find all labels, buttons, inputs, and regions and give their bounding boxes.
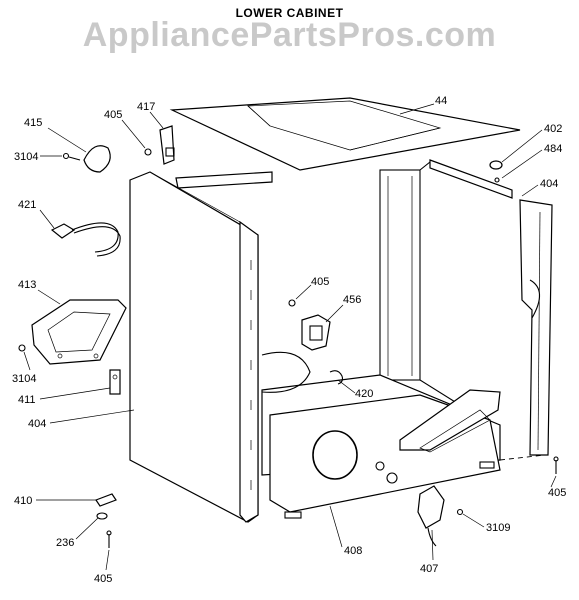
label-405-mid: 405 [311, 276, 329, 288]
right-side-panel[interactable] [499, 199, 553, 461]
label-407: 407 [420, 563, 438, 575]
label-421: 421 [18, 199, 36, 211]
front-base-panel[interactable] [269, 389, 501, 519]
screw-402[interactable] [489, 160, 503, 170]
screw-405-bottom[interactable] [106, 530, 112, 548]
label-484: 484 [544, 143, 562, 155]
label-417: 417 [137, 101, 155, 113]
diagram-title: LOWER CABINET [235, 6, 344, 20]
label-402: 402 [544, 123, 562, 135]
bracket-417[interactable] [159, 125, 175, 165]
watermark: AppliancePartsPros.com [82, 16, 497, 54]
label-408: 408 [344, 545, 362, 557]
screw-3104-bottom[interactable] [18, 344, 26, 352]
clip-484[interactable] [494, 177, 500, 183]
screw-405-top[interactable] [144, 148, 152, 156]
label-404-left: 404 [28, 418, 46, 430]
label-405-right: 405 [548, 487, 566, 499]
label-415: 415 [24, 117, 42, 129]
bracket-456[interactable] [301, 314, 331, 351]
part-labels: 44 402 484 404 405 417 415 3104 421 413 … [12, 95, 566, 585]
label-411: 411 [18, 394, 36, 406]
leader-lines [23, 103, 557, 571]
door-switch-407[interactable] [417, 485, 445, 547]
screw-3104-top[interactable] [62, 152, 81, 161]
label-3104-bottom: 3104 [12, 373, 36, 385]
screw-405-right[interactable] [553, 456, 559, 474]
screw-3109[interactable] [456, 508, 464, 516]
switch-411[interactable] [109, 369, 121, 395]
label-3109: 3109 [486, 522, 510, 534]
label-405-top: 405 [104, 109, 122, 121]
label-404-right: 404 [540, 178, 558, 190]
label-236: 236 [56, 537, 74, 549]
label-410: 410 [14, 495, 32, 507]
label-44: 44 [435, 95, 447, 107]
label-413: 413 [18, 279, 36, 291]
leveling-leg-410[interactable] [95, 493, 117, 507]
power-cord-421[interactable] [50, 222, 121, 257]
screw-405-mid[interactable] [288, 299, 296, 307]
access-panel-413[interactable] [31, 299, 127, 365]
cover-plate-415[interactable] [83, 145, 111, 173]
foot-236[interactable] [96, 512, 108, 520]
label-420: 420 [355, 388, 373, 400]
label-3104-top: 3104 [14, 151, 38, 163]
label-456: 456 [343, 294, 361, 306]
label-405-bottom: 405 [94, 573, 112, 585]
top-panel[interactable] [169, 97, 521, 171]
left-side-panel[interactable] [129, 171, 311, 523]
